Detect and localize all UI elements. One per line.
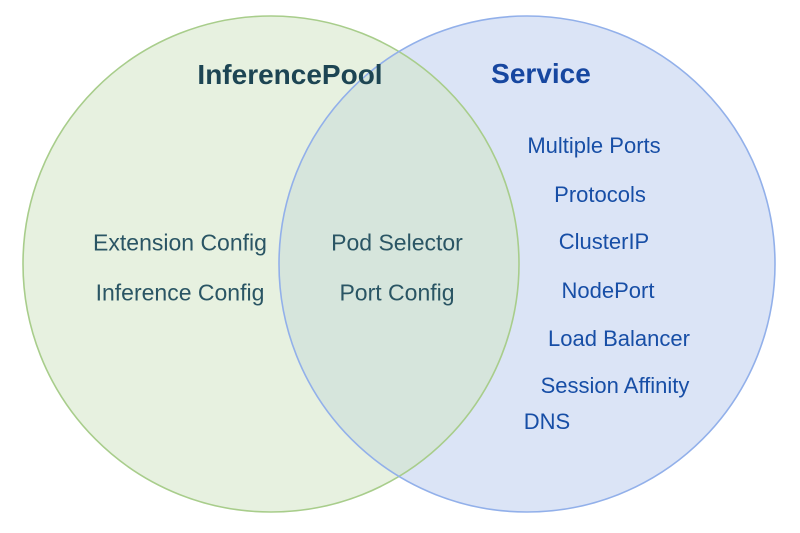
service-title: Service xyxy=(491,58,591,89)
service-circle-outline xyxy=(278,15,776,513)
overlap-region xyxy=(279,16,519,512)
service-item-multiple-ports: Multiple Ports xyxy=(527,133,661,158)
service-item-clusterip: ClusterIP xyxy=(558,229,650,254)
inferencepool-title: InferencePool xyxy=(197,59,383,90)
overlap-item-pod-selector: Pod Selector xyxy=(331,229,463,256)
inferencepool-item-extension-config: Extension Config xyxy=(93,229,267,256)
overlap-item-port-config: Port Config xyxy=(339,279,455,306)
inferencepool-item-inference-config: Inference Config xyxy=(95,279,265,306)
service-item-dns: DNS xyxy=(523,409,571,434)
service-item-protocols: Protocols xyxy=(554,182,646,207)
service-item-load-balancer: Load Balancer xyxy=(548,326,690,351)
inferencepool-circle-outline xyxy=(22,15,520,513)
service-item-session-affinity: Session Affinity xyxy=(540,373,690,398)
service-item-nodeport: NodePort xyxy=(561,278,655,303)
